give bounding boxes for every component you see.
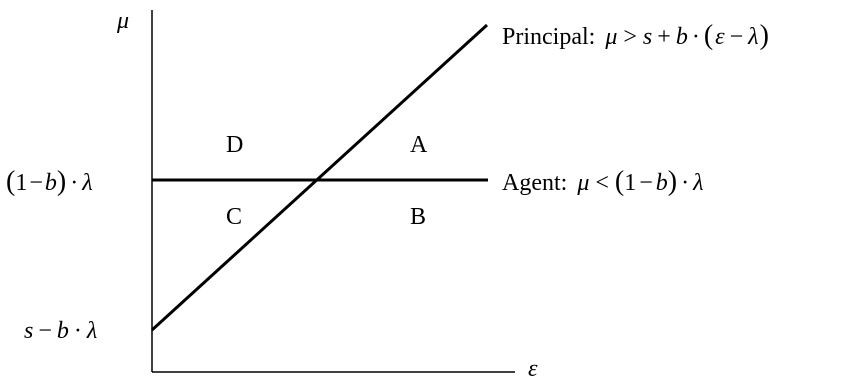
agent-constraint-label: Agent:μ<(1−b)·λ xyxy=(502,166,704,197)
region-label-a: A xyxy=(410,132,428,158)
principal-constraint-line xyxy=(150,23,489,332)
y-tick-agent-level: (1−b)·λ xyxy=(6,166,93,197)
region-label-c: C xyxy=(226,204,242,230)
y-axis-label: μ xyxy=(116,8,129,34)
x-axis-label: ε xyxy=(528,356,538,381)
region-label-d: D xyxy=(226,132,243,158)
y-tick-intercept: s−b·λ xyxy=(24,318,97,344)
principal-constraint-label: Principal:μ>s+b·(ε−λ) xyxy=(502,20,769,51)
region-label-b: B xyxy=(410,204,426,230)
